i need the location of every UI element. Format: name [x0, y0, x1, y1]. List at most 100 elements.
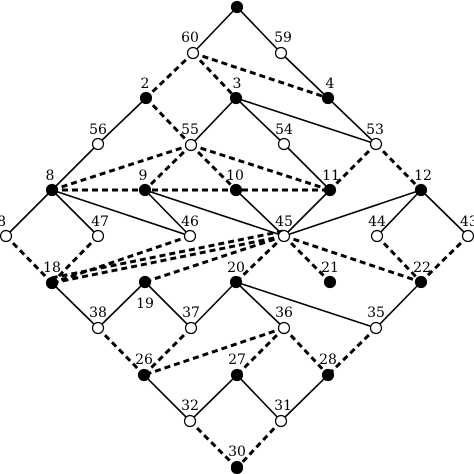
edge-n43-n22	[419, 234, 470, 284]
edge-n53-n12	[374, 142, 423, 192]
node-label-n19: 19	[136, 296, 154, 312]
node-label-n45: 45	[275, 214, 293, 230]
edge-n32-bottom	[188, 419, 239, 470]
node-n27	[230, 368, 244, 382]
node-label-n53: 53	[366, 122, 384, 138]
node-n54	[277, 137, 291, 151]
node-n44	[370, 229, 384, 243]
node-label-n27: 27	[228, 352, 246, 368]
node-label-n2: 2	[141, 76, 150, 92]
edge-n55-n10	[189, 143, 238, 192]
node-label-n37: 37	[182, 305, 200, 321]
node-n12	[414, 183, 428, 197]
node-label-n32: 32	[181, 398, 199, 414]
node-n37	[184, 321, 198, 335]
edge-n9-n45	[144, 189, 285, 237]
edge-n55-n11	[190, 143, 331, 192]
edge-n35-n28	[326, 326, 378, 377]
edge-n54-n11	[283, 143, 331, 191]
edge-n55-n8	[51, 143, 192, 192]
node-label-n9: 9	[139, 168, 148, 184]
node-bottom	[230, 461, 244, 474]
node-n10	[229, 183, 243, 197]
node-n20	[229, 275, 243, 289]
node-label-n36: 36	[275, 305, 293, 321]
edge-n22-n35	[375, 281, 422, 329]
node-n46	[183, 229, 197, 243]
node-n48	[0, 229, 13, 243]
node-label-n54: 54	[275, 122, 293, 138]
node-n28	[321, 368, 335, 382]
node-n26	[137, 368, 151, 382]
edge-n60-n4	[192, 51, 329, 100]
node-n60	[186, 46, 200, 60]
node-label-n26: 26	[135, 352, 153, 368]
edge-n36-n26	[143, 326, 285, 377]
edge-n48-n18	[4, 234, 54, 285]
node-n53	[369, 137, 383, 151]
edge-n2-n55	[144, 96, 193, 147]
edge-n3-n54	[235, 97, 285, 145]
node-n59	[274, 46, 288, 60]
node-n9	[138, 183, 152, 197]
node-label-n31: 31	[274, 398, 292, 414]
node-label-n56: 56	[89, 122, 107, 138]
node-n22	[414, 275, 428, 289]
edge-n8-n47	[51, 189, 99, 237]
edge-n53-n11	[328, 142, 378, 192]
edge-n11-n45	[283, 189, 331, 237]
node-n11	[323, 183, 337, 197]
edge-n60-n3	[191, 51, 238, 100]
node-label-n8: 8	[46, 168, 55, 184]
edge-n45-n19	[144, 234, 285, 284]
node-n47	[91, 229, 105, 243]
edge-n45-n22	[283, 234, 422, 284]
edge-n28-n31	[280, 374, 329, 422]
edge-n27-n32	[189, 374, 238, 422]
node-label-n44: 44	[368, 214, 386, 230]
node-n43	[461, 229, 474, 243]
node-label-n18: 18	[43, 260, 61, 276]
node-label-n11: 11	[322, 168, 340, 184]
node-top	[230, 0, 244, 14]
edge-n2-n56	[97, 97, 147, 145]
edge-n36-n27	[235, 326, 286, 377]
edge-n10-n45	[235, 189, 285, 237]
edge-n18-n38	[51, 282, 99, 329]
node-n2	[139, 91, 153, 105]
edge-n38-n26	[96, 326, 146, 377]
node-label-n48: 48	[0, 214, 6, 230]
edge-top-n59	[236, 6, 282, 54]
node-label-n20: 20	[227, 260, 245, 276]
node-n36	[277, 321, 291, 335]
edge-top-n60	[192, 6, 238, 54]
edge-n3-n55	[190, 97, 237, 146]
edge-n36-n28	[282, 326, 330, 377]
node-label-n43: 43	[460, 214, 474, 230]
node-n21	[323, 275, 337, 289]
edges-layer	[4, 6, 470, 470]
edge-n27-n31	[236, 374, 282, 422]
edge-n19-n37	[144, 281, 192, 329]
edge-n31-bottom	[235, 419, 283, 470]
node-n56	[91, 137, 105, 151]
node-n18	[45, 276, 59, 290]
edge-n59-n4	[280, 52, 329, 99]
edge-n60-n2	[144, 51, 195, 100]
edge-n44-n22	[375, 234, 423, 284]
edge-n55-n9	[143, 143, 193, 192]
edge-n8-n46	[51, 189, 191, 237]
edge-n45-n21	[282, 234, 332, 284]
edge-n26-n32	[143, 374, 191, 422]
edge-n12-n45	[283, 189, 422, 237]
node-n3	[229, 91, 243, 105]
node-n55	[184, 138, 198, 152]
node-n31	[274, 414, 288, 428]
edge-n20-n36	[235, 281, 285, 329]
node-label-n55: 55	[181, 122, 199, 138]
edge-n47-n18	[50, 234, 100, 285]
node-label-n38: 38	[89, 305, 107, 321]
edge-n56-n8	[51, 143, 99, 191]
